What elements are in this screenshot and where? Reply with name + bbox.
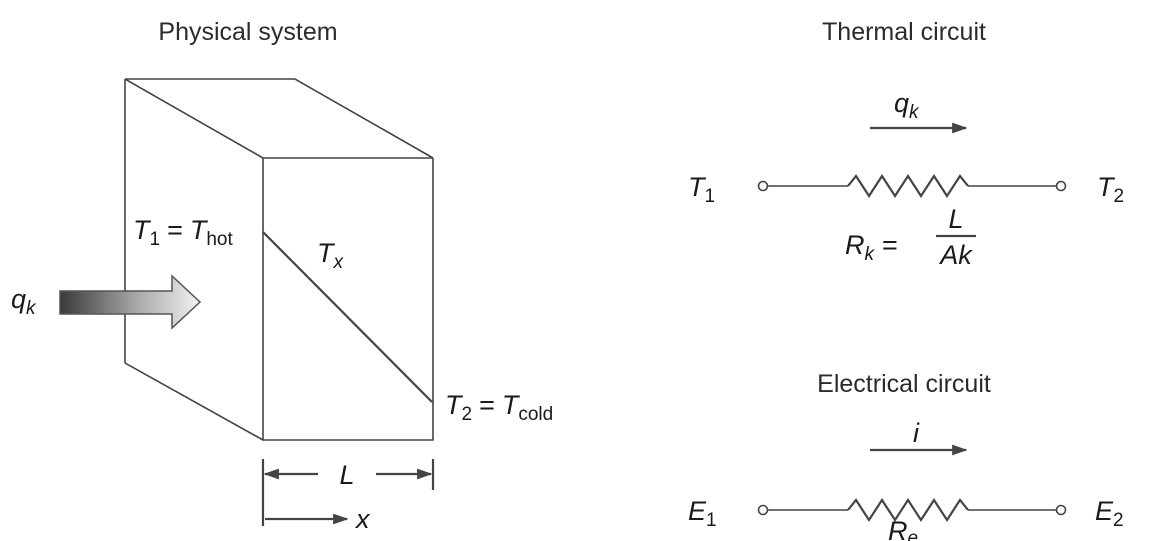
slab-back-edges (124, 78, 433, 363)
hot-face-temperature-label: T1=Thot (133, 215, 233, 250)
thermal-flow-label: qk (894, 88, 920, 123)
electrical-right-terminal (1055, 504, 1067, 516)
electrical-resistance-label: Re (888, 516, 918, 541)
thermal-right-node-label: T2 (1097, 172, 1124, 207)
thickness-dimension: L (261, 459, 435, 526)
electrical-circuit-heading: Electrical circuit (817, 370, 991, 398)
electrical-right-node-label: E2 (1095, 496, 1124, 531)
x-axis-label: x (354, 504, 371, 534)
slab-front-face (262, 158, 434, 441)
thermal-resistance-denominator: Ak (938, 240, 973, 270)
thermal-resistance-label: Rk= (845, 230, 898, 265)
thermal-right-terminal (1055, 180, 1067, 192)
heat-flow-label: qk (11, 284, 37, 319)
electrical-left-node-label: E1 (688, 496, 717, 531)
temperature-profile-label: Tx (317, 238, 345, 273)
cold-face-temperature-label: T2=Tcold (445, 390, 553, 425)
thickness-label: L (339, 460, 354, 490)
x-coordinate-axis: x (265, 504, 371, 534)
heat-flow-arrow (59, 274, 202, 330)
electrical-flow-label: i (913, 418, 920, 448)
thermal-circuit-heading: Thermal circuit (822, 18, 986, 46)
slab (124, 78, 434, 441)
temperature-profile-line (262, 231, 433, 403)
thermal-left-terminal (757, 180, 769, 192)
electrical-circuit: i E1 E2 Re (688, 418, 1124, 541)
physical-system-heading: Physical system (158, 18, 337, 46)
electrical-resistor (847, 497, 969, 523)
slab-top-face (125, 78, 434, 159)
thermal-left-node-label: T1 (688, 172, 715, 207)
thermal-resistor (847, 173, 969, 199)
thermal-circuit: qk T1 T2 Rk= L Ak (688, 88, 1124, 270)
thermal-resistance-numerator: L (948, 204, 963, 234)
slab-bottom-edge (124, 362, 264, 441)
electrical-left-terminal (757, 504, 769, 516)
